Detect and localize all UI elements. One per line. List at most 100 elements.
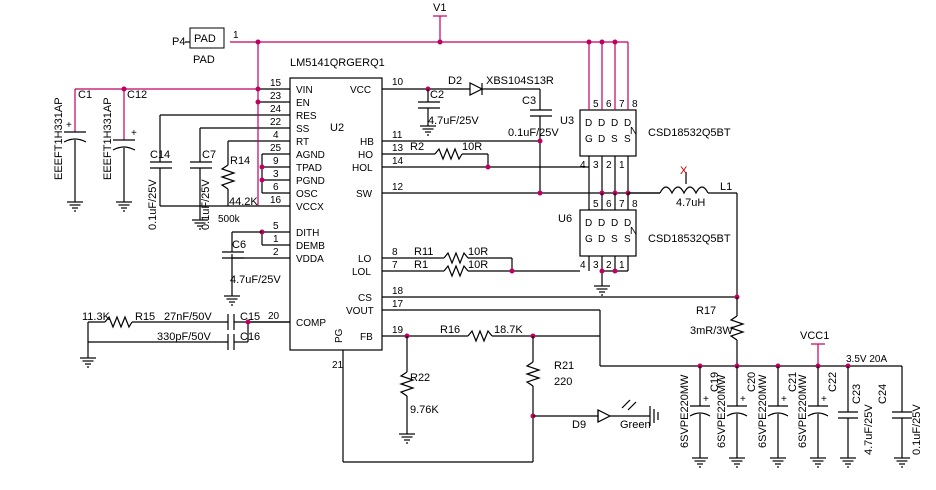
vcc1-net: VCC1 (800, 330, 829, 366)
r22-value: 9.76K (410, 404, 439, 416)
vcc-bootstrap: C2 4.7uF/25V D2 XBS104S13R C3 0.1uF/25V (418, 75, 559, 196)
c14-capacitor: C14 0.1uF/25V (147, 115, 172, 230)
pad-connector: P4 PAD PAD 1 (172, 27, 239, 66)
c6-capacitor: C6 4.7uF/25V (222, 231, 281, 306)
d9-ref: D9 (572, 419, 586, 431)
pin-num: 1 (619, 260, 625, 271)
pin-letter: D (611, 218, 618, 229)
comp-network: 11.3K R15 27nF/50V C15 330pF/50V C16 (79, 311, 290, 368)
pin-name: HO (358, 150, 373, 161)
pin-name: EN (296, 98, 310, 109)
pin-letter: D (598, 134, 605, 145)
pin-num: 20 (268, 311, 280, 322)
r22-ref: R22 (410, 372, 430, 384)
pin-name: LOL (352, 267, 371, 278)
c20-capacitor: + C20 6SVPE220MW (716, 366, 758, 468)
pin-num: 4 (273, 130, 279, 141)
pin-name: PG (334, 328, 345, 343)
pin-name: TPAD (296, 163, 322, 174)
pin-num: 3 (593, 260, 599, 271)
c3-value: 0.1uF/25V (508, 127, 559, 139)
pin-name: VIN (296, 85, 313, 96)
r14-value: 44.2K (229, 196, 258, 208)
r15-ref: R15 (135, 311, 155, 323)
mosfet-u3: 5 6 7 8 D D D D G D S S N 4 3 2 1 U3 CSD… (560, 39, 731, 196)
c16-value: 330pF/50V (157, 331, 211, 343)
pin-name: DITH (296, 228, 319, 239)
c20-ref: C20 (746, 372, 758, 392)
c23-ref: C23 (851, 384, 863, 404)
c12-capacitor: + C12 EEEFT1H331AP (102, 89, 147, 212)
pin-num: 19 (392, 325, 404, 336)
pin-name: AGND (296, 150, 325, 161)
pin-letter: G (585, 234, 593, 245)
c7-capacitor: C7 0.1uF/25V (190, 128, 216, 230)
r2-resistor: R2 10R (410, 141, 491, 170)
pin-num: 6 (606, 199, 612, 210)
pin-num: 5 (273, 221, 279, 232)
plus-sign: + (821, 394, 827, 405)
pin-name: HB (360, 137, 374, 148)
c6-ref: C6 (232, 239, 246, 251)
ic-right-pins: 10 VCC 11 HB 13 HO 14 HOL 12 SW 8 LO 7 L… (346, 77, 737, 343)
pin-num: 5 (593, 99, 599, 110)
pin-name: FB (360, 332, 373, 343)
c1-ref: C1 (78, 89, 92, 101)
c19-capacitor: + C19 6SVPE220MW (679, 366, 721, 468)
c24-capacitor: C24 0.1uF/25V (877, 366, 923, 468)
c21-capacitor: + C21 6SVPE220MW (757, 366, 799, 468)
c20-part: 6SVPE220MW (716, 374, 728, 448)
pin-num: 21 (332, 360, 344, 371)
plus-sign: + (131, 128, 137, 139)
plus-sign: + (781, 394, 787, 405)
pin-num: 8 (632, 99, 638, 110)
pin-name: OSC (296, 189, 318, 200)
l1-value: 4.7uH (676, 197, 705, 209)
pin-name: RT (296, 137, 309, 148)
pin-num: 8 (392, 247, 398, 258)
pin-letter: D (624, 218, 631, 229)
v1-label: V1 (433, 2, 446, 14)
pin-num: 25 (270, 143, 282, 154)
inductor-l1: X 4.7uH L1 (628, 165, 740, 300)
pin-num: 23 (270, 91, 282, 102)
c3-ref: C3 (522, 95, 536, 107)
c19-part: 6SVPE220MW (679, 374, 691, 448)
pin-name: LO (358, 254, 372, 265)
pin-letter: S (624, 234, 631, 245)
pin-num: 6 (606, 99, 612, 110)
out-spec-label: 3.5V 20A (846, 354, 887, 365)
c7-value: 0.1uF/25V (200, 179, 212, 230)
pin-name: RES (296, 111, 317, 122)
d2-part: XBS104S13R (486, 75, 554, 87)
c15-value: 27nF/50V (164, 311, 212, 323)
r21-ref: R21 (554, 360, 574, 372)
ic-ref: U2 (330, 122, 344, 134)
pin-letter: D (624, 118, 631, 129)
c15-ref: C15 (240, 311, 260, 323)
r17-resistor: R17 3mR/3W (690, 297, 745, 366)
led-d9: D9 Green (533, 399, 659, 431)
c22-part: 6SVPE220MW (797, 374, 809, 448)
pin-letter: D (598, 218, 605, 229)
c2-ref: C2 (430, 89, 444, 101)
pin-name: HOL (352, 163, 373, 174)
c12-part: EEEFT1H331AP (102, 97, 114, 180)
c14-ref: C14 (150, 149, 170, 161)
pin-letter: N (630, 126, 637, 137)
r2-ref: R2 (410, 141, 424, 153)
r11-value: 10R (468, 246, 488, 258)
pin-num: 9 (273, 156, 279, 167)
pin-letter: G (585, 134, 593, 145)
c23-capacitor: C23 4.7uF/25V (838, 366, 875, 468)
c6-value: 4.7uF/25V (230, 274, 281, 286)
r14-extra: 500k (218, 214, 241, 225)
pin-num: 17 (392, 299, 404, 310)
plus-sign: + (740, 394, 746, 405)
l1-ref: L1 (720, 181, 732, 193)
v1-net: V1 (230, 2, 628, 45)
pin-letter: D (585, 218, 592, 229)
ic-left-pins: 15 VIN 23 EN 24 RES 22 SS 4 RT 25 AGND 9… (160, 78, 345, 462)
r2-value: 10R (462, 141, 482, 153)
